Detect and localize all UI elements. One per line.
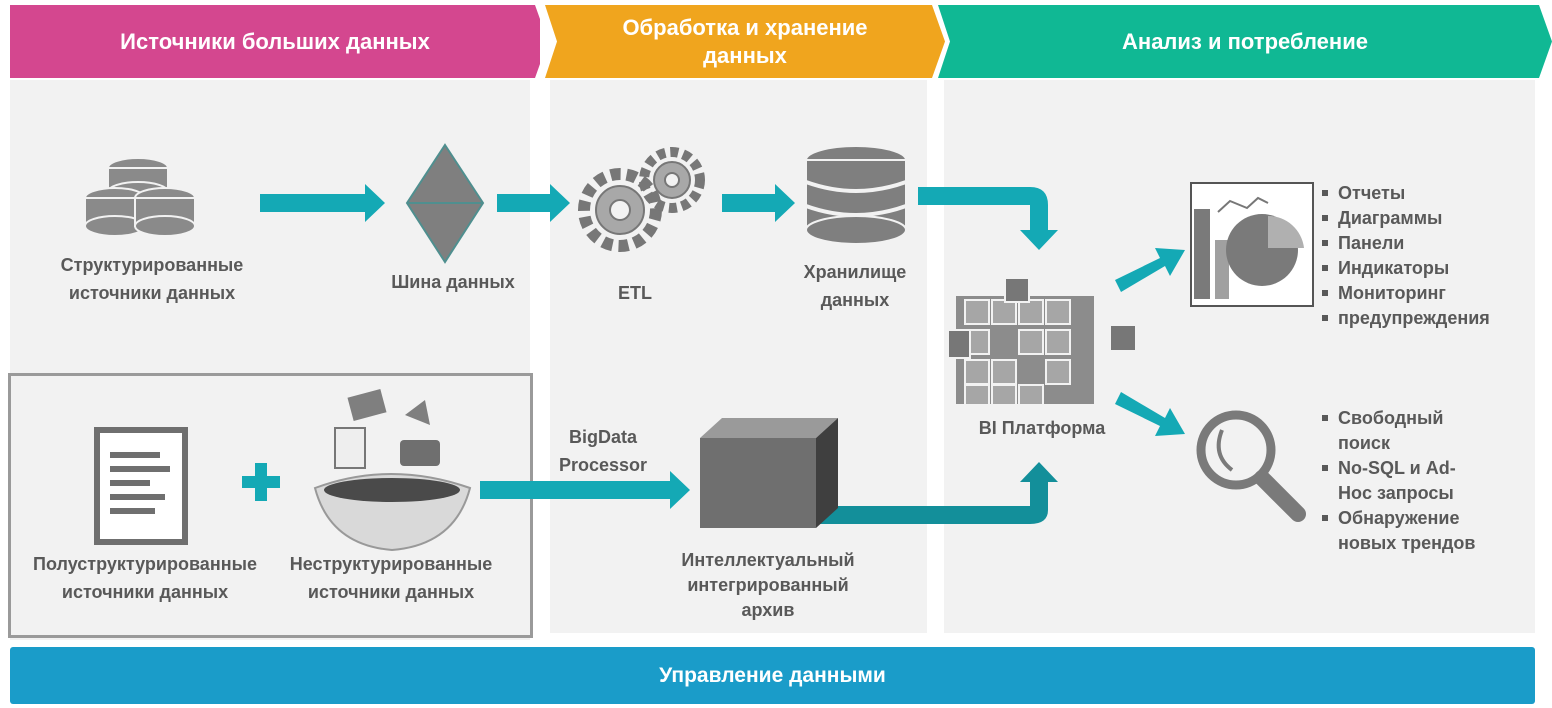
gears-icon [578, 147, 705, 252]
list-item: предупреждения [1322, 306, 1490, 331]
stage-title: Анализ и потребление [1122, 28, 1368, 54]
database-stack-icon [84, 157, 196, 237]
warehouse-database-icon [805, 145, 907, 245]
list-item: Индикаторы [1322, 256, 1490, 281]
bigdata-processor-label: BigData Processor [558, 427, 648, 475]
search-list: Свободный поиск No-SQL и Ad-Hoc запросы … [1322, 406, 1482, 556]
archive-box-icon [700, 418, 838, 528]
list-item: Панели [1322, 231, 1490, 256]
arrow-bi-to-reports [1115, 248, 1185, 292]
list-item: Мониторинг [1322, 281, 1490, 306]
etl-label: ETL [618, 283, 652, 303]
stage-title: Обработка и хранение данных [622, 14, 868, 68]
list-item: Свободный поиск [1322, 406, 1482, 456]
reports-list: Отчеты Диаграммы Панели Индикаторы Монит… [1322, 181, 1490, 331]
bi-platform-label: BI Платформа [978, 418, 1106, 438]
list-item: No-SQL и Ad-Hoc запросы [1322, 456, 1482, 506]
bi-cube-icon [947, 277, 1137, 406]
stage-header-analysis: Анализ и потребление [938, 5, 1552, 78]
unstructured-bowl-icon [313, 389, 472, 552]
list-item: Отчеты [1322, 181, 1490, 206]
arrow-etl-to-warehouse [722, 184, 795, 222]
search-magnifier-icon [1196, 410, 1306, 522]
data-bus-label: Шина данных [391, 272, 515, 292]
archive-label: Интеллектуальный интегрированный архив [681, 550, 855, 620]
flow-arrows [260, 184, 1185, 524]
document-icon [94, 427, 188, 545]
stage-title: Источники больших данных [120, 28, 430, 54]
reports-chart-icon [1190, 182, 1314, 307]
plus-icon [242, 463, 280, 501]
list-item: Обнаружение новых трендов [1322, 506, 1482, 556]
arrow-structured-to-bus [260, 184, 385, 222]
data-bus-icon [405, 143, 485, 264]
arrow-unstructured-to-archive [480, 471, 690, 509]
arrow-archive-to-bi [820, 462, 1058, 524]
warehouse-label: Хранилище данных [803, 262, 907, 310]
footer-title: Управление данными [659, 663, 886, 687]
structured-sources-label: Структурированные источники данных [60, 255, 244, 303]
unstructured-label: Неструктурированные источники данных [289, 554, 493, 602]
stage-header-sources: Источники больших данных [10, 5, 540, 78]
arrow-warehouse-to-bi [918, 187, 1058, 250]
arrow-bus-to-etl [497, 184, 570, 222]
unstructured-sources-box [8, 373, 533, 638]
arrow-bi-to-search [1115, 392, 1185, 436]
semi-structured-label: Полуструктурированные источники данных [33, 554, 257, 602]
list-item: Диаграммы [1322, 206, 1490, 231]
stage-header-processing: Обработка и хранение данных [545, 5, 945, 78]
data-management-bar: Управление данными [10, 647, 1535, 704]
